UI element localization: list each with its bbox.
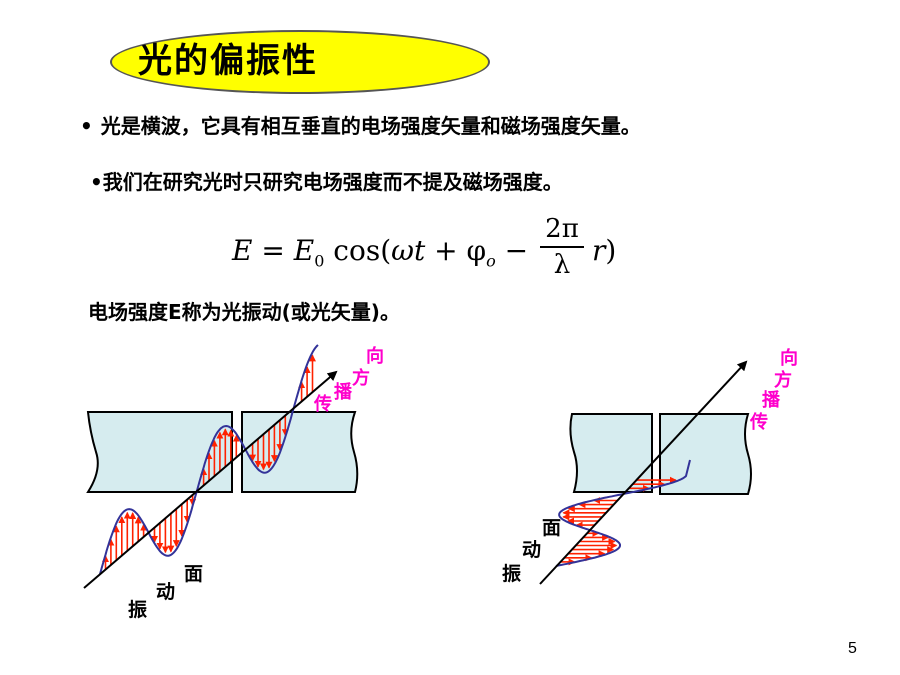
page-number: 5	[848, 640, 857, 657]
formula-numerator: 2π	[545, 214, 579, 244]
bullet-text-1: 光是横波，它具有相互垂直的电场强度矢量和磁场强度矢量。	[100, 114, 641, 138]
formula-plus: +	[434, 234, 458, 267]
formula-lhs: E	[232, 234, 253, 267]
formula-r: r	[592, 234, 606, 267]
bullet-text-2: 我们在研究光时只研究电场强度而不提及磁场强度。	[102, 170, 563, 194]
left-plane-char-1: 面	[184, 563, 203, 585]
title-ellipse	[110, 30, 490, 94]
formula-denominator: λ	[553, 250, 571, 280]
formula-tail: r)	[592, 234, 616, 267]
formula-omega-t: ωt	[391, 234, 426, 267]
formula-phi-sub: o	[486, 251, 496, 271]
right-prop-char-3: 播	[762, 389, 781, 411]
bullet-line-2: •我们在研究光时只研究电场强度而不提及磁场强度。	[90, 168, 563, 196]
right-plane-char-1: 面	[542, 517, 561, 539]
bullet-marker-1: •	[80, 114, 93, 138]
right-propagation-axis	[539, 360, 748, 585]
left-plane-char-2: 动	[156, 581, 175, 603]
left-prop-char-3: 播	[334, 381, 353, 403]
bullet-line-1: • 光是横波，它具有相互垂直的电场强度矢量和磁场强度矢量。	[80, 112, 641, 140]
right-plane-char-2: 动	[522, 539, 541, 561]
left-propagation-axis	[83, 370, 338, 589]
left-prop-char-4: 传	[313, 393, 332, 415]
title-banner: 光的偏振性	[110, 30, 490, 94]
formula-main: E = E0 cos(ωt + φo −	[232, 234, 528, 271]
right-vibration-arrows	[559, 476, 677, 566]
formula-phi: φ	[466, 234, 487, 267]
right-plane-char-3: 振	[502, 562, 521, 585]
right-prop-char-2: 方	[774, 369, 792, 391]
formula-fraction: 2π λ	[540, 214, 584, 280]
left-slab-a	[86, 411, 233, 493]
right-slab-a	[569, 413, 653, 493]
left-plane-char-3: 振	[128, 598, 147, 621]
formula-e0-sub: 0	[314, 251, 325, 271]
slide-title: 光的偏振性	[138, 41, 318, 81]
formula-e0: E	[293, 234, 315, 267]
left-prop-char-2: 方	[352, 367, 370, 389]
right-wave-curve	[555, 459, 691, 567]
right-prop-char-4: 传	[749, 411, 768, 433]
formula-eq: =	[261, 234, 285, 267]
fraction-bar	[540, 246, 584, 248]
left-prop-char-1: 向	[366, 345, 384, 367]
formula-close: )	[605, 234, 617, 267]
formula-cos: cos(	[333, 234, 392, 267]
right-slab-b	[659, 413, 752, 495]
bullet-marker-2: •	[90, 170, 103, 194]
right-prop-char-1: 向	[780, 347, 798, 369]
formula-minus: −	[504, 234, 529, 267]
left-wave-curve	[99, 344, 319, 575]
left-slab-b	[241, 411, 359, 493]
wave-formula: E = E0 cos(ωt + φo − 2π λ r)	[232, 212, 652, 292]
caption-line: 电场强度E称为光振动(或光矢量)。	[88, 300, 400, 324]
